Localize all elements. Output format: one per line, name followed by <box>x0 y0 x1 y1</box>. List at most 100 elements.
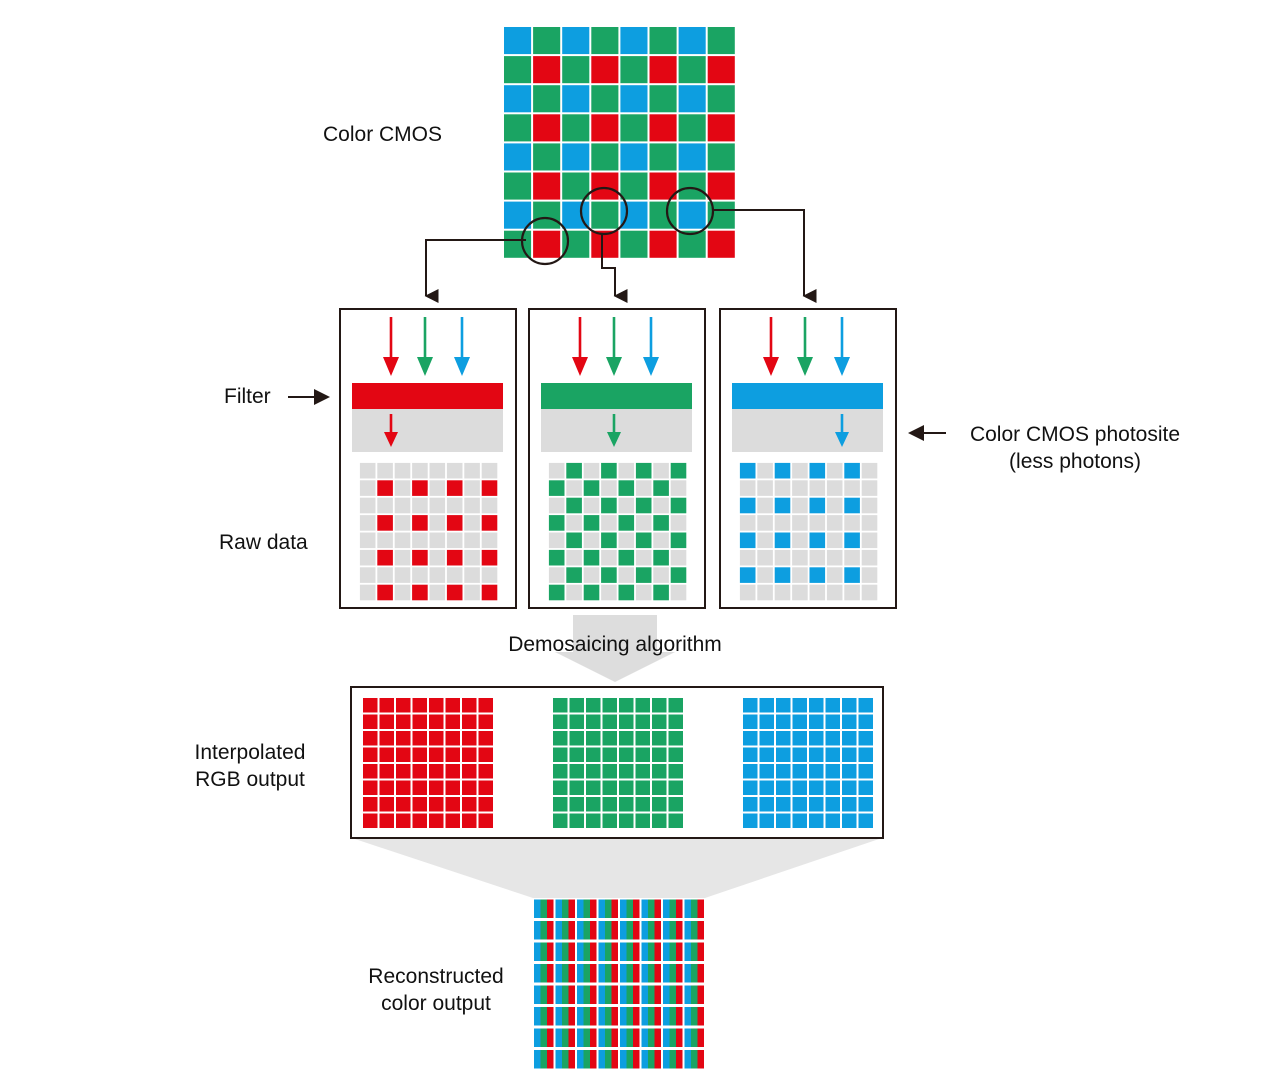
recon-subpixel <box>620 942 627 961</box>
recon-subpixel <box>691 1007 698 1026</box>
raw-cell <box>792 480 808 496</box>
interp-cell <box>842 780 857 795</box>
interp-cell <box>825 813 840 828</box>
recon-subpixel <box>583 964 590 983</box>
raw-cell <box>635 567 652 583</box>
raw-cell <box>792 497 808 514</box>
recon-subpixel <box>676 1007 683 1026</box>
raw-cell <box>757 584 773 601</box>
interp-cell <box>445 764 460 779</box>
raw-cell <box>464 480 480 496</box>
recon-subpixel <box>676 964 683 983</box>
recon-subpixel <box>555 964 562 983</box>
passed-arrow-head <box>835 432 849 447</box>
raw-cell <box>481 584 498 601</box>
raw-cell <box>583 567 600 583</box>
raw-cell <box>861 549 878 566</box>
interp-cell <box>553 731 568 746</box>
raw-cell <box>826 532 843 549</box>
raw-cell <box>809 584 826 601</box>
interp-cell <box>445 797 460 812</box>
recon-subpixel <box>697 964 704 983</box>
interp-cell <box>809 731 824 746</box>
recon-subpixel <box>577 1050 584 1069</box>
raw-cell <box>566 549 582 566</box>
interp-cell <box>429 780 444 795</box>
interp-cell <box>825 731 840 746</box>
recon-subpixel <box>540 1050 547 1069</box>
interp-cell <box>412 813 427 828</box>
interp-cell <box>792 813 807 828</box>
recon-subpixel <box>626 1028 633 1047</box>
cmos-pixel <box>678 230 706 258</box>
interp-cell <box>743 764 758 779</box>
raw-cell <box>601 532 617 549</box>
raw-cell <box>359 549 376 566</box>
connector-blue <box>713 209 817 303</box>
recon-subpixel <box>540 1028 547 1047</box>
recon-subpixel <box>663 942 670 961</box>
raw-cell <box>359 480 376 496</box>
interp-cell <box>363 764 378 779</box>
interp-cell <box>825 714 840 729</box>
raw-cell <box>464 532 480 549</box>
raw-cell <box>739 549 756 566</box>
raw-cell <box>394 567 411 583</box>
raw-cell <box>774 480 791 496</box>
interp-cell <box>569 813 584 828</box>
raw-cell <box>359 497 376 514</box>
raw-cell <box>583 480 600 496</box>
interp-cell <box>553 813 568 828</box>
interp-cell <box>759 747 774 762</box>
raw-cell <box>446 549 463 566</box>
cmos-pixel <box>591 85 619 113</box>
interp-cell <box>792 764 807 779</box>
recon-subpixel <box>669 964 676 983</box>
interp-cell <box>776 747 791 762</box>
raw-cell <box>635 480 652 496</box>
recon-subpixel <box>534 985 541 1004</box>
interp-cell <box>396 731 411 746</box>
raw-cell <box>481 462 498 479</box>
recon-subpixel <box>684 899 691 918</box>
recon-subpixel <box>633 1050 640 1069</box>
raw-cell <box>844 497 860 514</box>
recon-subpixel <box>663 1007 670 1026</box>
recon-subpixel <box>547 921 554 940</box>
recon-subpixel <box>547 942 554 961</box>
interp-cell <box>743 780 758 795</box>
recon-subpixel <box>626 899 633 918</box>
raw-cell <box>792 549 808 566</box>
raw-cell <box>548 497 565 514</box>
light-arrow-head <box>383 357 399 376</box>
raw-cell <box>670 515 687 531</box>
recon-subpixel <box>611 1028 618 1047</box>
raw-cell <box>412 532 428 549</box>
interp-cell <box>412 780 427 795</box>
raw-cell <box>826 462 843 479</box>
interp-cell <box>586 813 601 828</box>
raw-cell <box>548 515 565 531</box>
interp-cell <box>569 747 584 762</box>
interp-cell <box>619 714 634 729</box>
raw-cell <box>844 515 860 531</box>
raw-cell <box>429 480 446 496</box>
recon-subpixel <box>648 1028 655 1047</box>
recon-subpixel <box>568 1050 575 1069</box>
raw-cell <box>446 515 463 531</box>
interp-cell <box>412 698 427 713</box>
interp-cell <box>396 797 411 812</box>
recon-subpixel <box>540 899 547 918</box>
interp-cell <box>776 813 791 828</box>
interp-cell <box>396 780 411 795</box>
recon-subpixel <box>547 985 554 1004</box>
interp-cell <box>668 813 683 828</box>
recon-subpixel <box>540 1007 547 1026</box>
interp-cell <box>652 764 667 779</box>
cmos-pixel <box>591 143 619 171</box>
cmos-pixel <box>504 56 532 84</box>
raw-cell <box>861 462 878 479</box>
raw-cell <box>670 497 687 514</box>
raw-cell <box>861 567 878 583</box>
recon-subpixel <box>534 964 541 983</box>
